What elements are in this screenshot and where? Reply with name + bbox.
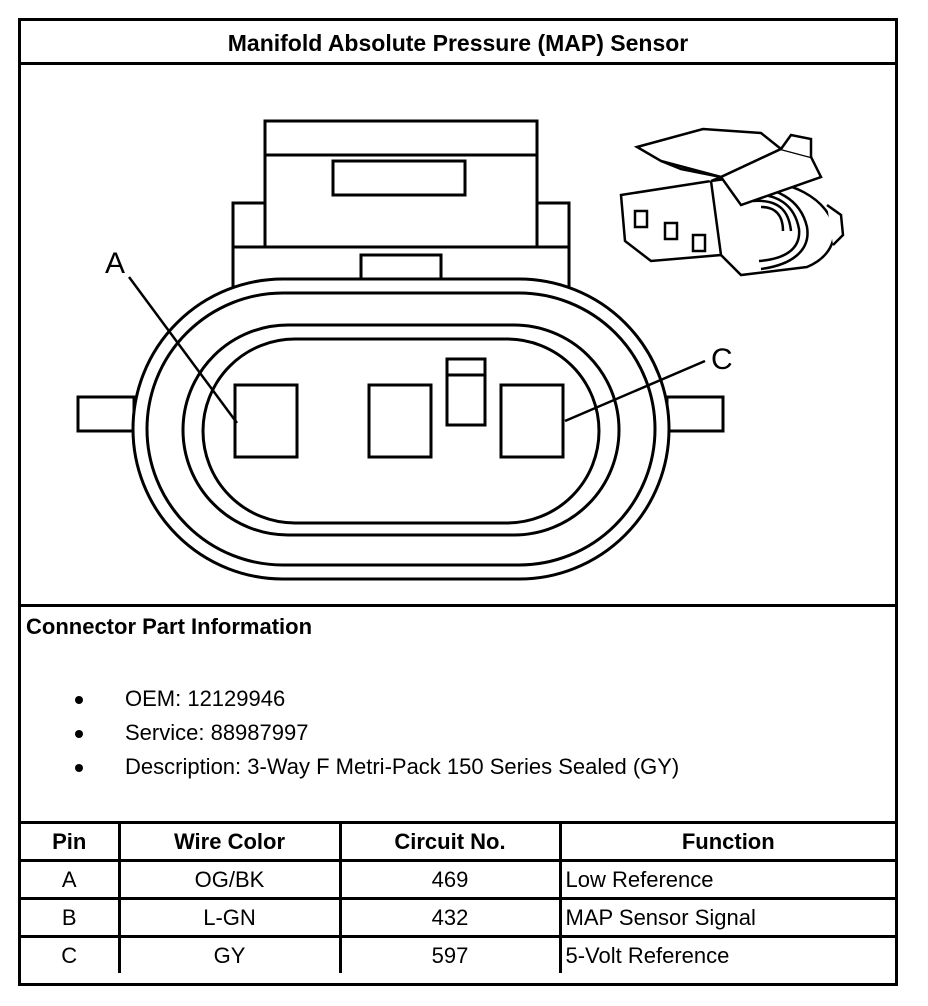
cell-pin: C xyxy=(21,935,121,973)
cell-function: 5-Volt Reference xyxy=(558,935,895,973)
connector-diagram: A C xyxy=(21,65,895,605)
cell-circuit-no: 432 xyxy=(338,897,562,938)
table-header-row: Pin Wire Color Circuit No. Function xyxy=(21,821,895,862)
oem-number: OEM: 12129946 xyxy=(125,686,286,711)
connector-latch-housing xyxy=(231,119,571,289)
connector-description: Description: 3-Way F Metri-Pack 150 Seri… xyxy=(125,754,680,779)
callout-line-c xyxy=(564,359,706,423)
connector-face-view: A C xyxy=(76,119,845,581)
cell-pin: B xyxy=(21,897,121,938)
service-number: Service: 88987997 xyxy=(125,720,309,745)
header-wire-color: Wire Color xyxy=(117,821,342,862)
connector-part-info: Connector Part Information OEM: 12129946… xyxy=(21,604,895,824)
table-row: C GY 597 5-Volt Reference xyxy=(21,935,895,973)
bullet-icon xyxy=(75,730,83,738)
table-row: A OG/BK 469 Low Reference xyxy=(21,859,895,900)
connector-seal-ring xyxy=(145,291,657,567)
table-row: B L-GN 432 MAP Sensor Signal xyxy=(21,897,895,938)
callout-label-a: A xyxy=(105,247,125,280)
connector-inner-ring xyxy=(181,323,621,537)
callout-line-a xyxy=(127,276,239,424)
keyway xyxy=(445,373,487,427)
header-function: Function xyxy=(558,821,895,862)
cell-function: MAP Sensor Signal xyxy=(558,897,895,938)
terminal-a xyxy=(233,383,299,459)
terminal-c xyxy=(499,383,565,459)
left-side-tab xyxy=(76,395,136,433)
terminal-b xyxy=(367,383,433,459)
pin-table: Pin Wire Color Circuit No. Function A OG… xyxy=(21,821,895,973)
cell-function: Low Reference xyxy=(558,859,895,900)
page-title: Manifold Absolute Pressure (MAP) Sensor xyxy=(21,21,895,65)
header-circuit-no: Circuit No. xyxy=(338,821,562,862)
cell-wire-color: L-GN xyxy=(117,897,342,938)
sensor-sheet: Manifold Absolute Pressure (MAP) Sensor xyxy=(18,18,898,986)
bullet-icon xyxy=(75,696,83,704)
callout-label-c: C xyxy=(711,343,733,376)
cell-circuit-no: 469 xyxy=(338,859,562,900)
cell-wire-color: GY xyxy=(117,935,342,973)
cell-pin: A xyxy=(21,859,121,900)
bullet-icon xyxy=(75,764,83,772)
cell-circuit-no: 597 xyxy=(338,935,562,973)
latch-window xyxy=(331,159,467,197)
terminal-cavity xyxy=(201,337,601,525)
header-pin: Pin xyxy=(21,821,121,862)
connector-perspective-icon xyxy=(619,127,845,277)
cell-wire-color: OG/BK xyxy=(117,859,342,900)
right-side-tab xyxy=(665,395,725,433)
connector-info-heading: Connector Part Information xyxy=(26,614,313,639)
